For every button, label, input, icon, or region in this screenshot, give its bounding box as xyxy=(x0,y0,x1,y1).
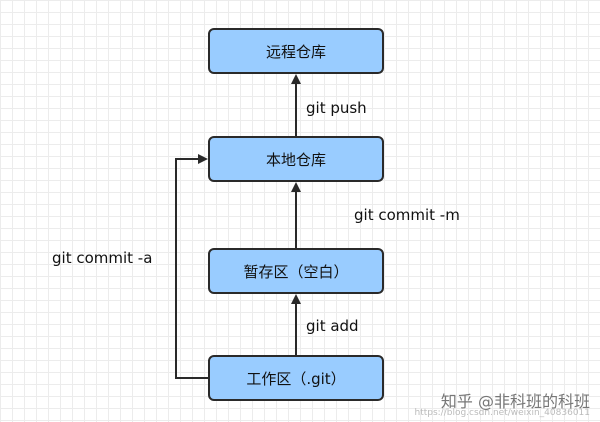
label-git-push: git push xyxy=(306,99,367,117)
watermark-url: https://blog.csdn.net/weixin_40836011 xyxy=(414,408,590,418)
node-local-repo: 本地仓库 xyxy=(208,136,384,182)
node-staging-area: 暂存区（空白） xyxy=(208,248,384,294)
watermark-text: 知乎 @非科班的科班 xyxy=(440,392,590,411)
watermark: 知乎 @非科班的科班 https://blog.csdn.net/weixin_… xyxy=(414,388,590,418)
node-remote-repo: 远程仓库 xyxy=(208,28,384,74)
arrow-commit-a xyxy=(175,154,208,379)
label-git-commit-a: git commit -a xyxy=(52,249,153,267)
label-git-add: git add xyxy=(306,317,359,335)
label-git-commit-m: git commit -m xyxy=(354,206,460,224)
node-workspace: 工作区（.git） xyxy=(208,355,384,401)
